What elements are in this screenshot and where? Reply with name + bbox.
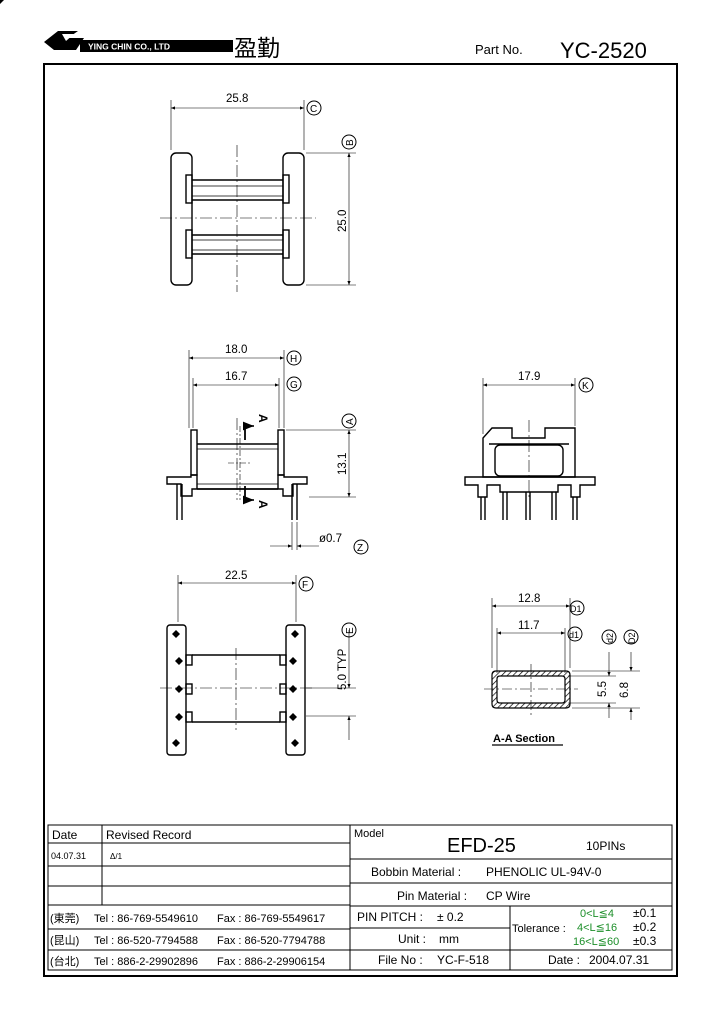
spec-model-label: Model	[354, 828, 384, 840]
side-dim-width: 17.9	[518, 371, 540, 383]
contact-tel-2: Tel : 86-520-7794588	[94, 935, 198, 947]
tolerance-range-1: 0<L≦4	[580, 908, 614, 920]
svg-text:C: C	[310, 104, 317, 115]
part-no-value: YC-2520	[560, 38, 647, 63]
tolerance-range-3: 16<L≦60	[573, 936, 619, 948]
svg-text:D2: D2	[627, 632, 637, 644]
balloon-d1-inner: d1	[567, 626, 583, 642]
contact-city-1: (東莞)	[50, 912, 79, 925]
spec-pin-material-label: Pin Material :	[397, 889, 467, 903]
front-dim-pin: ø0.7	[319, 533, 342, 545]
section-title: A-A Section	[493, 733, 555, 745]
svg-text:B: B	[345, 139, 356, 146]
section-dim-d1-outer: 12.8	[518, 593, 540, 605]
part-no-label: Part No.	[475, 42, 523, 57]
spec-bobbin-label: Bobbin Material :	[371, 865, 461, 879]
spec-model-value: EFD-25	[447, 835, 516, 857]
front-view	[166, 350, 356, 550]
section-mark-top: A	[256, 414, 270, 423]
section-dim-d2-inner: 5.5	[597, 681, 609, 697]
spec-pin-pitch-value: ± 0.2	[437, 910, 464, 924]
contact-city-3: (台北)	[50, 954, 79, 968]
balloon-d2-outer: D2	[623, 629, 639, 645]
company-name: YING CHIN CO., LTD	[88, 42, 170, 52]
contact-tel-1: Tel : 86-769-5549610	[94, 913, 198, 925]
spec-pin-material-value: CP Wire	[486, 889, 531, 903]
spec-bobbin-value: PHENOLIC UL-94V-0	[486, 865, 602, 879]
section-dim-d2-outer: 6.8	[619, 682, 631, 698]
balloon-g: G	[286, 376, 302, 392]
bottom-dim-pitch: 5.0 TYP	[337, 648, 349, 690]
balloon-e: E	[341, 622, 357, 638]
top-dim-height: 25.0	[337, 210, 349, 232]
svg-text:K: K	[582, 381, 589, 392]
spec-unit-value: mm	[439, 932, 459, 946]
title-block-lines	[47, 824, 673, 971]
tolerance-range-2: 4<L≦16	[577, 922, 617, 934]
section-view	[484, 598, 640, 746]
spec-unit-label: Unit :	[398, 932, 426, 946]
balloon-d1-outer: D1	[569, 600, 585, 616]
svg-text:A: A	[345, 418, 356, 425]
pin-markers	[0, 0, 299, 747]
balloon-c: C	[306, 100, 322, 116]
spec-tolerance-label: Tolerance :	[512, 923, 566, 935]
tolerance-value-2: ±0.2	[633, 920, 657, 934]
spec-file-value: YC-F-518	[437, 953, 489, 967]
spec-pins: 10PINs	[586, 839, 625, 853]
balloon-b: B	[341, 134, 357, 150]
svg-text:D1: D1	[570, 604, 582, 614]
svg-text:d1: d1	[569, 630, 579, 640]
contact-tel-3: Tel : 886-2-29902896	[94, 956, 198, 968]
front-dim-inner: 16.7	[225, 371, 247, 383]
company-name-cn: 盈勤	[234, 36, 280, 62]
spec-file-label: File No :	[378, 953, 423, 967]
contact-fax-3: Fax : 886-2-29906154	[217, 956, 325, 968]
company-logo	[44, 31, 233, 52]
spec-date-label: Date :	[548, 953, 580, 967]
top-dim-width: 25.8	[226, 93, 248, 105]
balloon-a: A	[341, 413, 357, 429]
balloon-z: Z	[353, 539, 369, 555]
record-row-date: 04.07.31	[51, 851, 86, 861]
balloon-k: K	[578, 377, 594, 393]
svg-text:H: H	[290, 354, 297, 365]
section-mark-bottom: A	[256, 500, 270, 509]
svg-text:d2: d2	[605, 633, 615, 643]
svg-text:F: F	[302, 580, 308, 591]
record-col-revised: Revised Record	[106, 828, 191, 842]
svg-text:Z: Z	[357, 543, 363, 554]
top-view	[160, 100, 356, 292]
record-col-date: Date	[52, 828, 78, 842]
side-view	[464, 378, 596, 520]
front-dim-outer: 18.0	[225, 344, 247, 356]
spec-date-value: 2004.07.31	[589, 953, 649, 967]
spec-pin-pitch-label: PIN PITCH :	[357, 910, 423, 924]
contact-city-2: (昆山)	[50, 934, 79, 947]
bottom-dim-width: 22.5	[225, 570, 247, 582]
front-dim-height: 13.1	[337, 453, 349, 475]
contact-fax-2: Fax : 86-520-7794788	[217, 935, 325, 947]
tolerance-value-1: ±0.1	[633, 906, 657, 920]
svg-text:G: G	[290, 380, 298, 391]
record-row-note: Δ/1	[110, 852, 123, 861]
balloon-d2-inner: d2	[601, 629, 617, 645]
contact-fax-1: Fax : 86-769-5549617	[217, 913, 325, 925]
drawing-frame	[43, 63, 678, 977]
tolerance-value-3: ±0.3	[633, 934, 657, 948]
bottom-view	[160, 575, 356, 756]
balloon-f: F	[298, 576, 314, 592]
balloon-h: H	[286, 350, 302, 366]
svg-text:E: E	[345, 627, 356, 634]
section-dim-d1-inner: 11.7	[518, 620, 540, 632]
